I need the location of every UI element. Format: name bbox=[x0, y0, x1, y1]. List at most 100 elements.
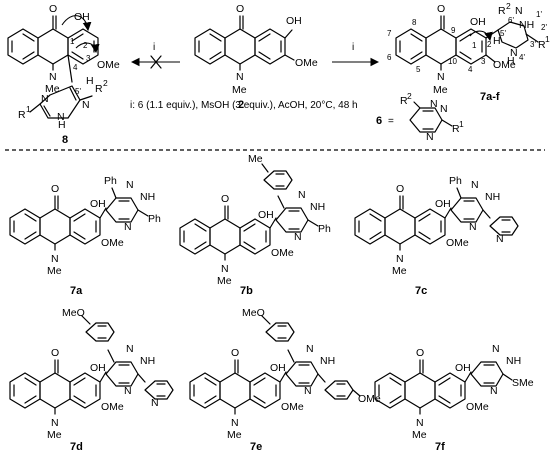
atom-label: NH bbox=[140, 355, 155, 367]
atom-label: O bbox=[416, 347, 424, 359]
atom-label: OMe bbox=[97, 59, 120, 71]
atom-label: OMe bbox=[493, 59, 516, 71]
atom-label: N bbox=[57, 111, 65, 123]
atom-label: Me bbox=[217, 275, 232, 287]
atom-label: MeO bbox=[242, 307, 265, 319]
atom-label: OMe bbox=[358, 393, 381, 405]
blocked-arrow: i bbox=[130, 42, 180, 69]
atom-label: R bbox=[95, 83, 103, 95]
superscript: 1 bbox=[545, 34, 550, 44]
atom-label: Me bbox=[412, 429, 427, 441]
atom-label: O bbox=[236, 3, 244, 15]
atom-label: Me bbox=[45, 83, 60, 95]
atom-number: 5' bbox=[500, 29, 506, 38]
atom-label: H bbox=[58, 119, 66, 131]
compound-7b-labels: O OH N Me OMe Me N NH N Ph 7b bbox=[217, 153, 331, 297]
atom-label: SMe bbox=[512, 377, 534, 389]
atom-label: N bbox=[294, 231, 302, 243]
compound-label: 7a bbox=[70, 285, 83, 297]
atom-label: N bbox=[304, 385, 312, 397]
atom-label: N bbox=[298, 189, 306, 201]
atom-label: R bbox=[498, 5, 506, 17]
atom-label: NH bbox=[320, 355, 335, 367]
atom-label: OMe bbox=[101, 401, 124, 413]
compound-label: 7f bbox=[435, 441, 445, 453]
atom-label: O bbox=[51, 347, 59, 359]
atom-label: OMe bbox=[271, 247, 294, 259]
atom-label: Ph bbox=[318, 223, 331, 235]
atom-label: N bbox=[236, 71, 244, 83]
compound-7b-structure bbox=[179, 163, 319, 261]
atom-number: 6' bbox=[508, 16, 514, 25]
atom-label: Me bbox=[47, 265, 62, 277]
atom-label: Me bbox=[232, 84, 247, 96]
atom-label: OH bbox=[90, 198, 106, 210]
compound-8-labels: O OH N Me OMe H R 2 R 1 N H N N 1 2 3 4 … bbox=[18, 3, 120, 146]
atom-label: R bbox=[452, 123, 460, 135]
compound-2-labels: O OH N Me OMe 2 bbox=[232, 3, 318, 111]
atom-label: N bbox=[151, 397, 159, 409]
atom-label: N bbox=[440, 103, 448, 115]
atom-label: N bbox=[306, 343, 314, 355]
atom-label: N bbox=[126, 343, 134, 355]
superscript: 2 bbox=[103, 78, 108, 88]
equals-sign: = bbox=[388, 116, 394, 127]
atom-label: N bbox=[231, 417, 239, 429]
atom-label: OH bbox=[90, 362, 106, 374]
atom-label: N bbox=[126, 179, 134, 191]
atom-label: O bbox=[437, 3, 445, 15]
atom-label: OMe bbox=[101, 237, 124, 249]
arrow-label: i bbox=[153, 42, 155, 53]
atom-label: OH bbox=[286, 15, 302, 27]
atom-label: NH bbox=[140, 191, 155, 203]
atom-label: N bbox=[437, 71, 445, 83]
atom-label: NH bbox=[519, 19, 534, 31]
atom-number: 1 bbox=[472, 41, 477, 50]
atom-number: 7 bbox=[387, 29, 392, 38]
atom-number: 1' bbox=[536, 10, 542, 19]
atom-label: H bbox=[493, 35, 501, 47]
atom-label: N bbox=[426, 131, 434, 143]
compound-7af-structure bbox=[395, 15, 539, 71]
atom-label: R bbox=[18, 109, 26, 121]
atom-number: 3' bbox=[530, 40, 536, 49]
atom-number: 5' bbox=[75, 87, 81, 96]
compound-7a-structure bbox=[9, 187, 149, 251]
atom-number: 4 bbox=[73, 63, 78, 72]
atom-label: O bbox=[231, 347, 239, 359]
atom-label: N bbox=[496, 233, 504, 245]
atom-label: MeO bbox=[62, 307, 85, 319]
superscript: 2 bbox=[407, 91, 412, 101]
atom-number: 10 bbox=[448, 57, 457, 66]
atom-label: Me bbox=[47, 429, 62, 441]
arrow-label: i bbox=[352, 42, 354, 53]
atom-label: NH bbox=[506, 355, 521, 367]
atom-label: Me bbox=[392, 265, 407, 277]
atom-label: N bbox=[124, 221, 132, 233]
conditions: i: 6 (1.1 equiv.), MsOH (3 equiv.), AcOH… bbox=[130, 100, 358, 111]
reagent-6: 6 = R 2 R 1 N N N bbox=[376, 91, 464, 143]
atom-label: OMe bbox=[281, 401, 304, 413]
atom-label: OH bbox=[435, 198, 451, 210]
atom-label: R bbox=[538, 39, 546, 51]
atom-label: O bbox=[396, 183, 404, 195]
atom-label: Me bbox=[433, 84, 448, 96]
atom-number: 3 bbox=[481, 57, 486, 66]
atom-label: N bbox=[510, 47, 518, 59]
atom-number: 2 bbox=[83, 41, 88, 50]
compound-7f-labels: O OH N Me OMe N NH N SMe 7f bbox=[412, 343, 534, 453]
compound-label: 7b bbox=[240, 285, 253, 297]
atom-label: Me bbox=[227, 429, 242, 441]
atom-label: N bbox=[124, 385, 132, 397]
atom-label: N bbox=[51, 417, 59, 429]
atom-label: O bbox=[51, 183, 59, 195]
atom-number: 5 bbox=[416, 65, 421, 74]
atom-label: O bbox=[49, 3, 57, 15]
atom-label: OH bbox=[270, 362, 286, 374]
atom-label: R bbox=[400, 95, 408, 107]
atom-label: Ph bbox=[104, 175, 117, 187]
atom-label: Ph bbox=[449, 175, 462, 187]
compound-label: 6 bbox=[376, 115, 382, 127]
atom-number: 6 bbox=[387, 53, 392, 62]
